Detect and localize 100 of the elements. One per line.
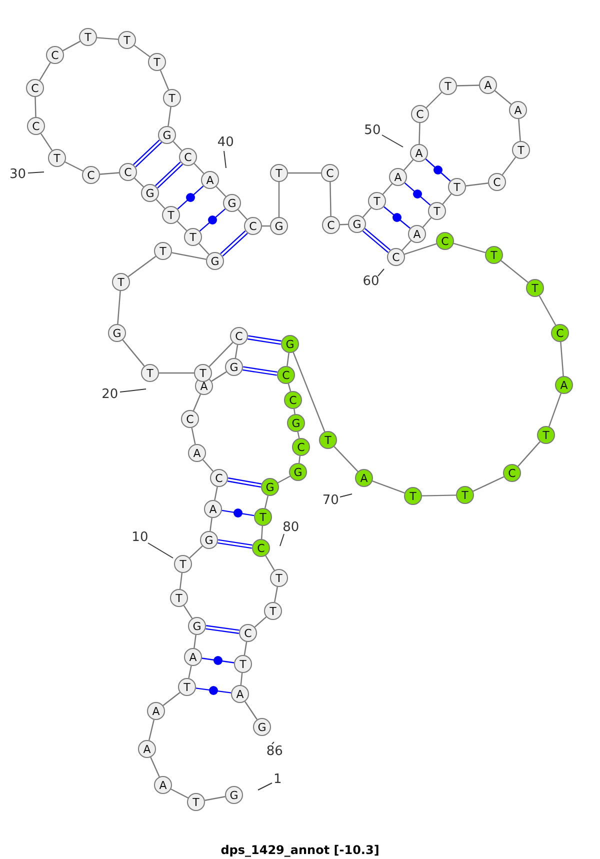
nucleotide-circle [368, 192, 386, 210]
backbone-line [288, 384, 292, 392]
nucleotide-circle [270, 569, 288, 587]
backbone-line [189, 546, 203, 558]
base-pair-line [133, 140, 162, 168]
nucleotide-circle [201, 171, 219, 189]
nucleotide-circle [154, 776, 172, 794]
base-pair-line [206, 625, 240, 634]
backbone-line [168, 106, 172, 126]
nucleotide-circle [112, 273, 130, 291]
base-pair-line [202, 656, 234, 665]
backbone-line [502, 156, 516, 176]
backbone-line [260, 526, 264, 540]
position-number: 80 [282, 521, 300, 536]
base-letter: C [31, 82, 39, 94]
backbone-line [330, 182, 332, 216]
nucleotide-circle [292, 438, 310, 456]
base-letter: T [168, 210, 174, 220]
base-letter: G [286, 338, 294, 350]
base-letter: C [244, 628, 252, 638]
base-letter: T [180, 558, 186, 570]
nucleotide-circle [184, 648, 202, 666]
position-number: 60 [362, 275, 380, 290]
base-letter: G [294, 466, 302, 478]
nucleotide-circle [188, 617, 206, 635]
base-pair-line [404, 182, 431, 206]
nucleotide-circle [321, 164, 339, 182]
backbone-line [234, 344, 238, 358]
backbone-line [278, 182, 280, 217]
base-pair-line [362, 228, 391, 253]
base-letter: G [146, 188, 154, 198]
nucleotide-circle [223, 194, 241, 212]
nucleotide-circle [79, 28, 97, 46]
base-letter: T [518, 144, 524, 156]
base-pair-line [248, 335, 282, 345]
nucleotide-circle [436, 232, 454, 250]
backbone-line [422, 494, 456, 496]
position-number: 10 [132, 530, 148, 545]
position-number: 30 [9, 168, 26, 182]
base-letter: T [490, 250, 498, 260]
backbone-line [191, 428, 196, 444]
base-letter: C [51, 50, 59, 60]
backbone-line [172, 141, 182, 151]
backbone-line [194, 163, 204, 174]
backbone-line [179, 572, 183, 590]
base-letter: C [215, 472, 223, 484]
base-letter: T [434, 206, 440, 216]
base-letter: C [32, 120, 40, 132]
backbone-line [372, 480, 405, 494]
base-letter: A [200, 380, 208, 392]
base-letter: T [176, 592, 182, 604]
backbone-line [188, 666, 192, 678]
base-letter: C [441, 236, 449, 246]
nucleotide-circle [319, 431, 337, 449]
nucleotide-circle [404, 487, 422, 505]
backbone-line [150, 756, 160, 778]
base-letter: G [352, 218, 362, 230]
base-pair-line [425, 158, 451, 182]
nucleotide-circle [184, 228, 202, 246]
base-letter: C [124, 166, 132, 178]
nucleotide-circle [456, 486, 474, 504]
nucleotide-circle [537, 426, 555, 444]
backbone-line [494, 90, 512, 105]
backbone-line [426, 92, 442, 108]
base-letter: A [236, 688, 244, 700]
backbone-line [538, 296, 556, 326]
nucleotide-circle [158, 126, 176, 144]
base-pair-line [218, 539, 252, 549]
backbone-line [466, 182, 488, 186]
base-pair-line [242, 366, 278, 376]
base-letter: T [168, 92, 176, 104]
nucleotide-circle [239, 624, 257, 642]
backbone-line [297, 432, 300, 438]
nucleotide-circle [141, 184, 159, 202]
backbone-line [453, 242, 486, 254]
backbone-line [210, 518, 212, 532]
backbone-line [128, 256, 156, 278]
base-letter: C [493, 176, 501, 188]
backbone-line [64, 161, 84, 172]
position-number: 50 [364, 124, 381, 138]
nucleotide-circle [244, 217, 262, 235]
nucleotide-circle [264, 602, 282, 620]
position-number: 20 [102, 388, 118, 402]
base-letter: T [184, 682, 190, 692]
base-letter: T [410, 490, 416, 502]
backbone-line [162, 692, 180, 706]
backbone-line [244, 701, 258, 720]
nucleotide-circle [277, 366, 295, 384]
backbone-line [134, 178, 144, 188]
nucleotide-circle [231, 685, 249, 703]
backbone-line [278, 476, 290, 484]
backbone-line [404, 243, 437, 255]
nucleotide-circle [138, 740, 156, 758]
backbone-line [172, 252, 206, 260]
base-pair-line [196, 686, 232, 695]
nucleotide-circle [284, 391, 302, 409]
nucleotide-circle [119, 163, 137, 181]
nucleotide-circle [204, 500, 222, 518]
backbone-line [100, 172, 120, 175]
nucleotide-circle [261, 478, 279, 496]
